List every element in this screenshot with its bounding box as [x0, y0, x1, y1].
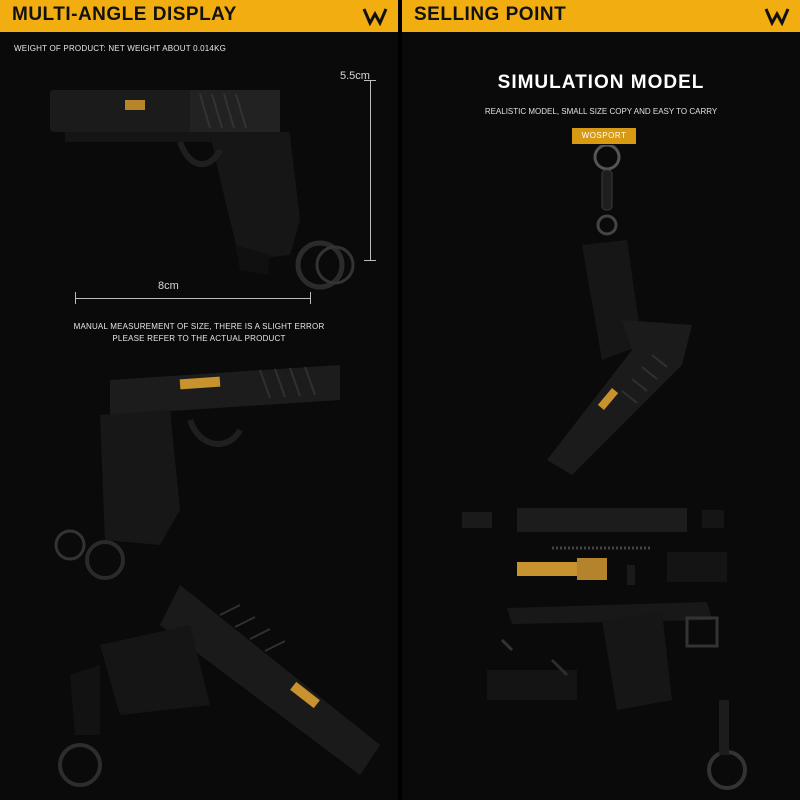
height-tick-top — [364, 80, 376, 81]
height-tick-bottom — [364, 260, 376, 261]
left-header-bar: MULTI-ANGLE DISPLAY — [0, 0, 398, 32]
measurement-note-line2: PLEASE REFER TO THE ACTUAL PRODUCT — [112, 334, 286, 343]
height-dimension-label: 5.5cm — [340, 70, 370, 82]
brand-logo-icon — [362, 8, 388, 26]
height-dimension-line — [370, 80, 371, 260]
brand-badge: WOSPORT — [572, 128, 636, 144]
length-dimension-label: 8cm — [158, 280, 179, 292]
pistol-angled-view-image — [54, 365, 340, 580]
length-dimension-line — [75, 298, 310, 299]
multi-angle-panel: MULTI-ANGLE DISPLAY WEIGHT OF PRODUCT: N… — [0, 0, 398, 800]
right-header-title: SELLING POINT — [414, 4, 567, 25]
measurement-note-line1: MANUAL MEASUREMENT OF SIZE, THERE IS A S… — [73, 322, 325, 331]
panel-divider — [398, 0, 402, 800]
length-tick-right — [310, 292, 311, 304]
keychain-pistol-image — [547, 145, 692, 475]
disassembled-parts-image — [462, 508, 747, 790]
length-tick-left — [75, 292, 76, 304]
brand-logo-icon — [764, 8, 790, 26]
weight-text: WEIGHT OF PRODUCT: NET WEIGHT ABOUT 0.01… — [14, 44, 227, 53]
simulation-subtitle: REALISTIC MODEL, SMALL SIZE COPY AND EAS… — [484, 107, 718, 116]
left-header-title: MULTI-ANGLE DISPLAY — [12, 4, 237, 25]
selling-point-panel: SELLING POINT SIMULATION MODEL REALISTIC… — [402, 0, 800, 800]
simulation-title: SIMULATION MODEL — [497, 72, 705, 93]
pistol-side-view-image — [50, 90, 355, 290]
pistol-top-angle-image — [58, 585, 380, 787]
right-header-bar: SELLING POINT — [402, 0, 800, 32]
